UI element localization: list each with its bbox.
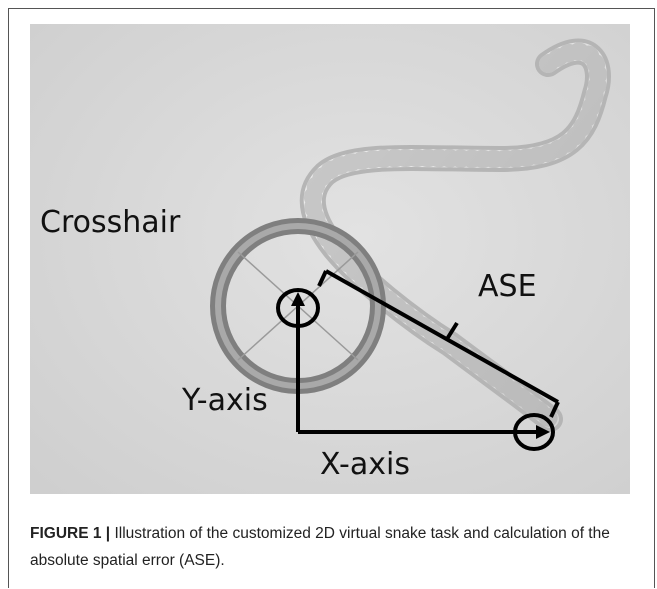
y-axis-label: Y-axis (181, 383, 268, 418)
figure-label: FIGURE 1 | (30, 525, 110, 542)
ase-label: ASE (478, 269, 537, 304)
crosshair-label: Crosshair (40, 205, 181, 240)
caption-text: Illustration of the customized 2D virtua… (30, 525, 610, 569)
x-axis-label: X-axis (320, 447, 410, 482)
figure-image: Crosshair ASE Y-axis X-axis (30, 24, 630, 494)
figure-caption: FIGURE 1 | Illustration of the customize… (30, 520, 640, 574)
